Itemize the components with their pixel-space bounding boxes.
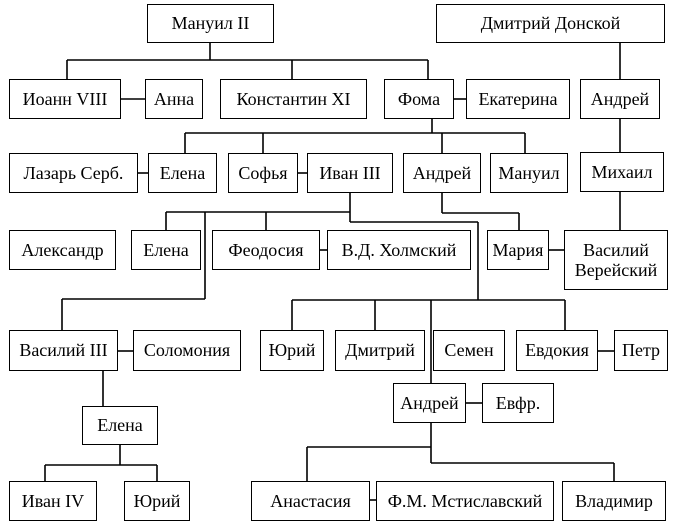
person-label: Юрий — [268, 340, 316, 361]
person-petr: Петр — [614, 330, 668, 371]
person-evfr: Евфр. — [482, 383, 554, 423]
person-label: Феодосия — [228, 239, 304, 260]
person-label: Василий III — [19, 340, 108, 361]
person-label: Мария — [492, 239, 544, 260]
person-vasily-iii: Василий III — [9, 330, 118, 371]
person-label: Иоанн VIII — [22, 88, 108, 109]
person-andrey-ivan-son: Андрей — [393, 383, 466, 423]
person-andrey-donskoy-son: Андрей — [580, 79, 660, 119]
person-konstantin-xi: Константин XI — [220, 79, 367, 119]
person-foma: Фома — [384, 79, 454, 119]
person-label: Дмитрий Донской — [480, 13, 621, 34]
person-fm-mstislavsky: Ф.М. Мстиславский — [376, 481, 554, 521]
person-mariya: Мария — [487, 230, 549, 270]
person-label: Андрей — [412, 162, 472, 183]
person-dmitry: Дмитрий — [335, 330, 425, 371]
person-label: Софья — [238, 162, 288, 183]
person-aleksandr: Александр — [9, 230, 116, 270]
person-label: Василий Верейский — [574, 239, 658, 280]
person-anastasiya: Анастасия — [251, 481, 370, 521]
person-elena-glinskaya: Елена — [82, 406, 158, 445]
person-label: Семен — [444, 340, 494, 361]
person-label: Екатерина — [478, 88, 558, 109]
person-elena-foma-daughter: Елена — [148, 153, 217, 193]
person-label: Дмитрий — [345, 340, 415, 361]
person-label: Александр — [21, 239, 104, 260]
person-label: Лазарь Серб. — [23, 162, 124, 183]
person-label: Елена — [143, 239, 189, 260]
person-label: Елена — [97, 415, 143, 436]
person-label: Константин XI — [236, 88, 351, 109]
person-anna: Анна — [145, 79, 203, 119]
person-vd-holmsky: В.Д. Холмский — [327, 230, 471, 270]
person-label: Юрий — [133, 490, 181, 511]
person-ivan-iv: Иван IV — [9, 481, 97, 521]
person-sofya: Софья — [228, 153, 298, 193]
person-dmitry-donskoy: Дмитрий Донской — [436, 4, 665, 43]
person-manuil-ii: Мануил II — [147, 4, 274, 43]
person-evdokiya: Евдокия — [516, 330, 598, 371]
person-ioann-viii: Иоанн VIII — [9, 79, 121, 119]
person-vasily-vereysky: Василий Верейский — [564, 230, 668, 290]
person-label: Ф.М. Мстиславский — [387, 490, 543, 511]
person-yury-vasily-son: Юрий — [124, 481, 190, 521]
person-label: Петр — [621, 340, 661, 361]
person-semen: Семен — [433, 330, 505, 371]
person-ivan-iii: Иван III — [307, 153, 393, 193]
person-label: Андрей — [590, 88, 650, 109]
person-label: Евфр. — [495, 392, 541, 413]
person-label: Иван III — [319, 162, 381, 183]
person-manuil: Мануил — [490, 153, 568, 193]
person-label: Владимир — [575, 490, 653, 511]
person-label: Иван IV — [21, 490, 85, 511]
person-label: Фома — [397, 88, 441, 109]
person-feodosiya: Феодосия — [212, 230, 320, 270]
person-elena-ivan-daughter: Елена — [131, 230, 201, 270]
person-ekaterina: Екатерина — [466, 79, 570, 119]
person-label: Мануил — [498, 162, 560, 183]
person-label: В.Д. Холмский — [341, 239, 457, 260]
person-label: Евдокия — [525, 340, 589, 361]
person-label: Андрей — [400, 392, 459, 413]
person-label: Елена — [159, 162, 206, 183]
person-lazar-serb: Лазарь Серб. — [9, 153, 138, 193]
person-solomoniya: Соломония — [133, 330, 241, 371]
person-andrey-foma-son: Андрей — [403, 153, 481, 193]
person-mikhail: Михаил — [580, 152, 664, 192]
person-label: Михаил — [591, 161, 653, 182]
person-label: Соломония — [143, 340, 231, 361]
person-label: Мануил II — [171, 13, 250, 34]
person-yury-ivan-son: Юрий — [260, 330, 324, 371]
person-label: Анна — [153, 88, 195, 109]
person-vladimir: Владимир — [562, 481, 666, 521]
person-label: Анастасия — [270, 490, 351, 511]
